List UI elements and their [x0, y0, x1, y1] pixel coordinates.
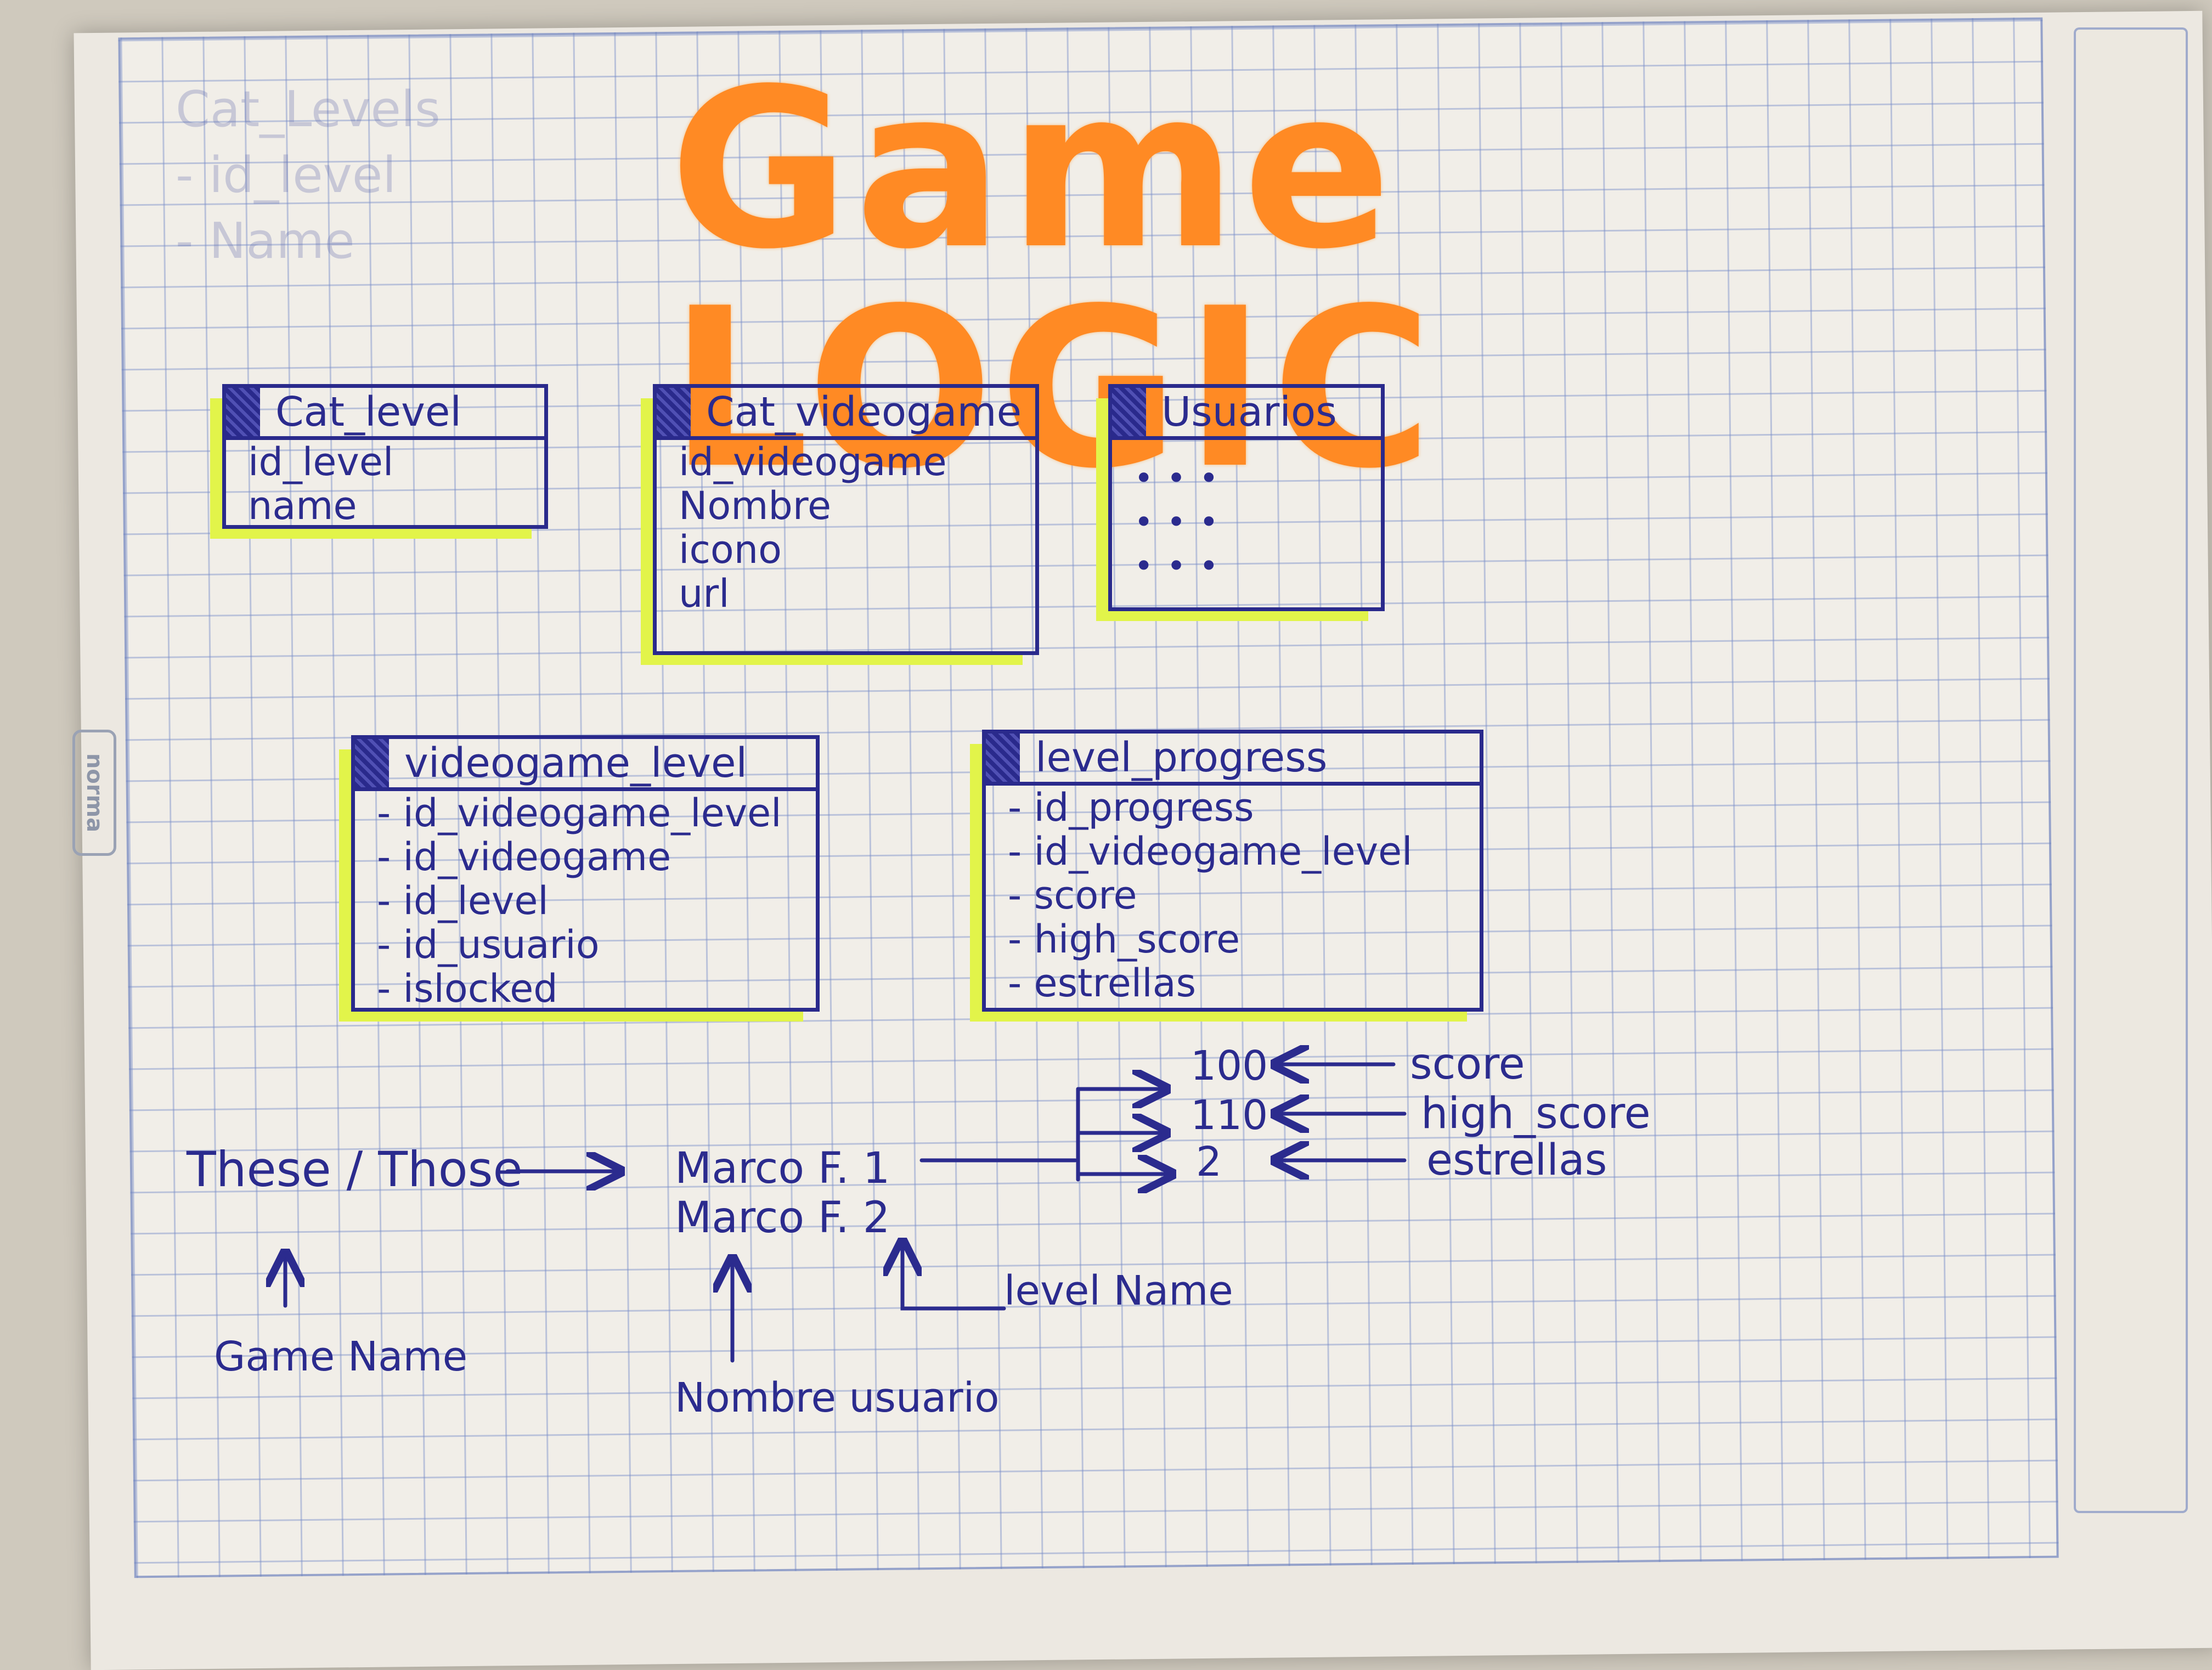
high-score-label: high_score [1421, 1089, 1651, 1138]
table-field: - id_videogame_level [1008, 829, 1413, 874]
key-icon [1112, 388, 1146, 436]
high-score-value: 110 [1190, 1092, 1268, 1139]
table-header: videogame_level [355, 739, 816, 791]
brand-label: norma [72, 730, 116, 856]
erased-line: - id_level [176, 146, 397, 204]
table-header: Usuarios [1112, 388, 1381, 440]
table-name: level_progress [1035, 734, 1328, 781]
table-field: - id_videogame [377, 834, 672, 879]
page-title: Game LOGIC [669, 42, 1438, 517]
user-name-label: Nombre usuario [675, 1374, 1000, 1421]
key-icon [986, 734, 1020, 782]
dots-row: ••• [1134, 503, 1232, 541]
key-icon [657, 388, 691, 436]
placeholder-fields: ••• ••• ••• [1112, 440, 1381, 588]
table-field: - id_videogame_level [377, 791, 782, 836]
example-game: These / Those [187, 1141, 523, 1198]
table-header: Cat_videogame [657, 388, 1035, 440]
table-field: Nombre [679, 483, 832, 528]
table-field: - estrellas [1008, 961, 1197, 1006]
table-name: Cat_videogame [706, 388, 1022, 436]
table-name: Usuarios [1161, 388, 1337, 436]
table-field: - id_progress [1008, 785, 1254, 830]
key-icon [226, 388, 260, 436]
erased-line: Cat_Levels [176, 81, 441, 138]
score-label: score [1410, 1040, 1525, 1089]
example-user-level-1: Marco F. 1 [675, 1144, 890, 1193]
table-field: url [679, 571, 730, 616]
example-user-level-2: Marco F. 2 [675, 1193, 890, 1243]
table-header: Cat_level [226, 388, 544, 440]
score-value: 100 [1190, 1042, 1268, 1090]
page-margin-strip [2074, 27, 2188, 1513]
table-header: level_progress [986, 734, 1480, 786]
stars-value: 2 [1196, 1138, 1222, 1186]
table-field: - high_score [1008, 917, 1240, 962]
table-level-progress: level_progress - id_progress - id_videog… [982, 730, 1483, 1012]
erased-line: - Name [176, 212, 355, 270]
table-name: Cat_level [275, 388, 461, 436]
table-field: - score [1008, 873, 1137, 918]
erased-notes: Cat_Levels - id_level - Name [176, 77, 441, 274]
table-field: - islocked [377, 966, 558, 1011]
table-field: id_videogame [679, 439, 947, 484]
game-name-label: Game Name [214, 1333, 468, 1380]
table-field: name [248, 483, 357, 528]
table-field: id_level [248, 439, 394, 484]
table-usuarios: Usuarios ••• ••• ••• [1108, 384, 1385, 611]
table-field: icono [679, 527, 782, 572]
table-cat-level: Cat_level id_level name [222, 384, 548, 529]
table-field: - id_usuario [377, 922, 600, 967]
dots-row: ••• [1134, 459, 1232, 498]
table-videogame-level: videogame_level - id_videogame_level - i… [351, 735, 820, 1012]
key-icon [355, 739, 389, 787]
arrow-level-name [902, 1245, 1006, 1311]
dots-row: ••• [1134, 547, 1232, 585]
level-name-label: level Name [1004, 1267, 1233, 1314]
table-field: - id_level [377, 878, 549, 923]
table-cat-videogame: Cat_videogame id_videogame Nombre icono … [653, 384, 1039, 655]
table-name: videogame_level [404, 740, 748, 787]
stars-label: estrellas [1426, 1136, 1607, 1185]
